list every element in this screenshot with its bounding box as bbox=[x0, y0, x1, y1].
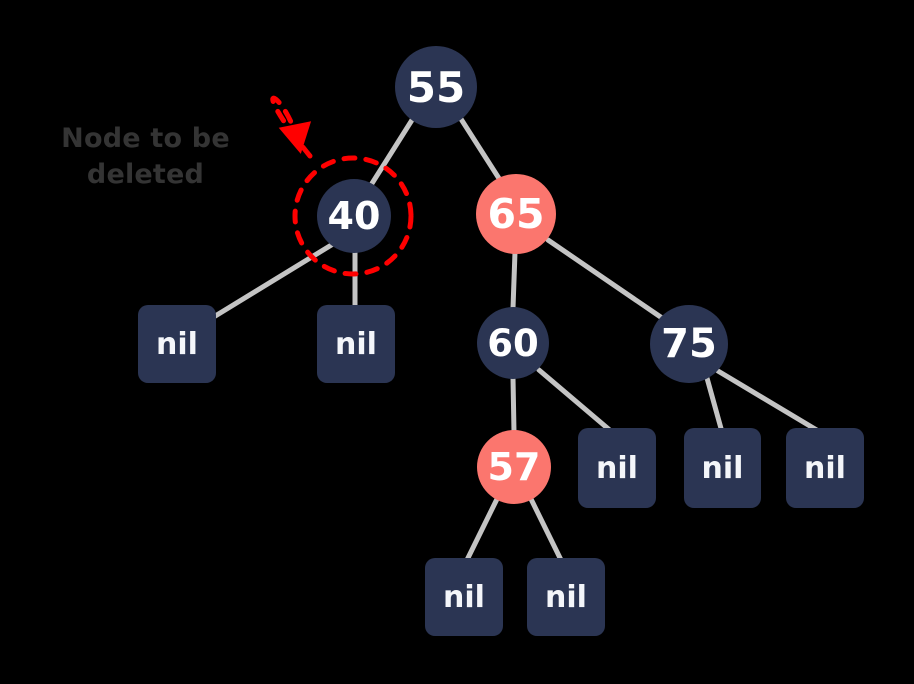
tree-edge-n75-nil75R bbox=[715, 368, 823, 435]
annotation-line-1: Node to be bbox=[61, 123, 230, 154]
nil-leaf-label: nil bbox=[804, 450, 846, 486]
tree-node-label: 75 bbox=[661, 321, 717, 367]
tree-edge-n60-n57 bbox=[510, 375, 517, 435]
tree-node-75[interactable]: 75 bbox=[650, 305, 728, 383]
tree-node-60[interactable]: 60 bbox=[477, 307, 549, 379]
nil-leaf-nil57L[interactable]: nil bbox=[425, 558, 503, 636]
tree-edge-n75-nil75L bbox=[704, 375, 725, 435]
nil-leaf-label: nil bbox=[701, 450, 744, 486]
nil-leaf-label: nil bbox=[545, 579, 587, 615]
tree-node-65[interactable]: 65 bbox=[476, 174, 556, 254]
tree-edge-n60-nil60R bbox=[536, 367, 615, 435]
nil-leaf-nil40L[interactable]: nil bbox=[138, 305, 216, 383]
tree-node-label: 55 bbox=[406, 62, 466, 112]
tree-edge-n55-n40 bbox=[368, 117, 415, 188]
tree-edge-n65-n60 bbox=[510, 249, 518, 311]
tree-node-40[interactable]: 40 bbox=[317, 179, 391, 253]
tree-node-label: 60 bbox=[487, 321, 539, 365]
tree-node-label: 65 bbox=[487, 190, 545, 238]
node-to-be-deleted-label: Node to be deleted bbox=[48, 121, 243, 193]
annotation-line-2: deleted bbox=[86, 158, 205, 190]
tree-node-57[interactable]: 57 bbox=[477, 430, 551, 504]
tree-edge-n65-n75 bbox=[545, 237, 668, 323]
tree-edge-n57-nil57L bbox=[463, 496, 500, 565]
nil-leaf-nil75L[interactable]: nil bbox=[684, 428, 761, 508]
tree-edge-n40-nil40L bbox=[209, 241, 336, 321]
nil-leaf-label: nil bbox=[443, 579, 485, 615]
tree-edge-n55-n65 bbox=[458, 116, 503, 183]
nil-leaf-label: nil bbox=[156, 326, 198, 362]
nil-leaf-label: nil bbox=[596, 450, 638, 486]
annotation-arrow-icon bbox=[270, 95, 313, 159]
nil-leaf-nil75R[interactable]: nil bbox=[786, 428, 864, 508]
tree-node-label: 57 bbox=[487, 445, 541, 489]
tree-edge-n57-nil57R bbox=[528, 496, 565, 565]
tree-node-label: 40 bbox=[327, 194, 381, 238]
nil-leaf-nil40R[interactable]: nil bbox=[317, 305, 395, 383]
tree-node-55[interactable]: 55 bbox=[395, 46, 477, 128]
nil-leaf-label: nil bbox=[335, 326, 377, 362]
nil-leaf-nil60R[interactable]: nil bbox=[578, 428, 656, 508]
nil-leaf-nil57R[interactable]: nil bbox=[527, 558, 605, 636]
